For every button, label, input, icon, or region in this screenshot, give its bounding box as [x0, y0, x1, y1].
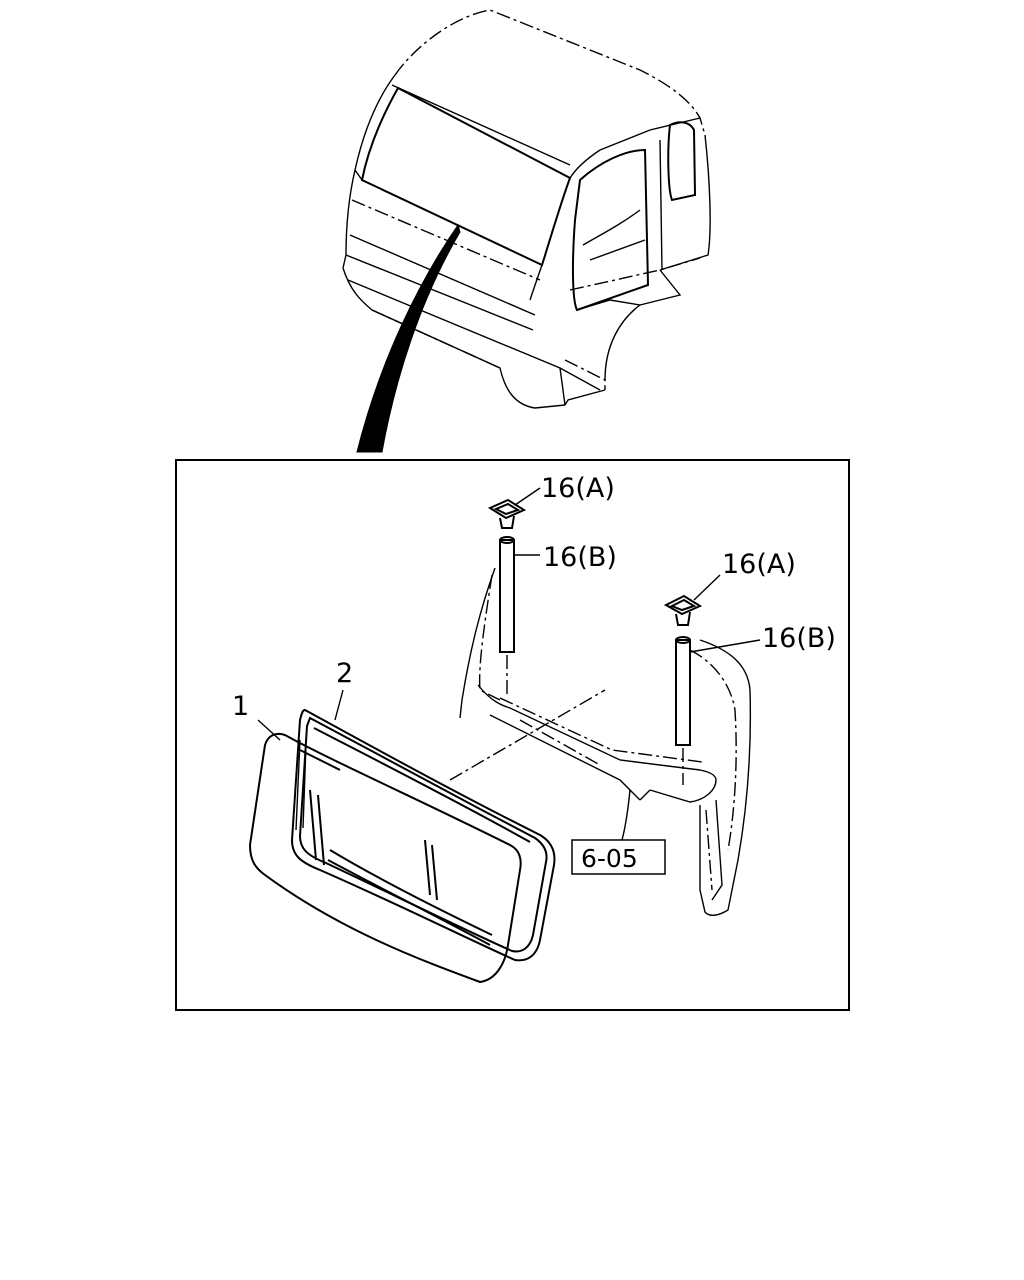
detail-leader-wedge	[356, 223, 461, 453]
clip-16a-lower	[663, 594, 703, 626]
leader-1	[257, 719, 281, 741]
weatherstrip	[290, 708, 556, 962]
callout-weatherstrip: 2	[336, 658, 353, 689]
leader-2	[334, 689, 344, 721]
callout-clip-16a-upper: 16(A)	[541, 473, 615, 504]
leader-16b-lower	[689, 639, 761, 653]
installation-centerline	[449, 689, 606, 781]
truck-cab-illustration	[342, 9, 711, 409]
rear-window-glass	[248, 732, 522, 984]
rod-16b-upper	[499, 536, 515, 695]
reference-label: 6-05	[581, 844, 638, 873]
rod-16b-lower	[675, 636, 691, 785]
leader-16a-upper	[514, 487, 541, 506]
reference-box: 6-05	[571, 839, 666, 875]
clip-16a-upper	[487, 498, 527, 529]
callout-rod-16b-upper: 16(B)	[543, 542, 617, 573]
callout-rod-16b-lower: 16(B)	[762, 623, 836, 654]
leader-16a-lower	[693, 574, 721, 601]
cab-opening-structure	[459, 567, 752, 917]
detail-frame	[175, 459, 850, 1011]
callout-clip-16a-lower: 16(A)	[722, 549, 796, 580]
callout-glass: 1	[232, 691, 249, 722]
